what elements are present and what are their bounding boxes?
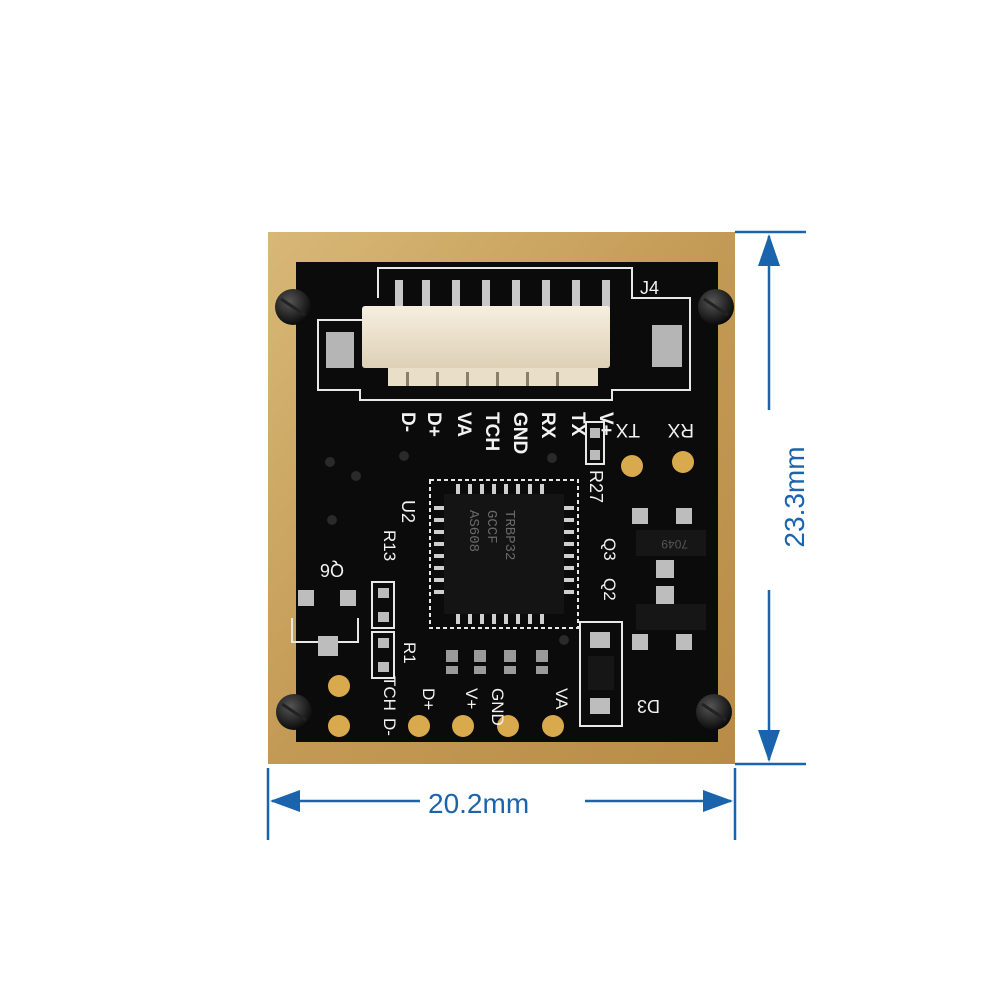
resistor-ref-r27: R27	[586, 470, 606, 503]
pad-label-gnd: GND	[488, 688, 507, 726]
pad-label-d-minus: D-	[380, 718, 399, 736]
svg-text:GCCF: GCCF	[483, 510, 499, 544]
connector-ref-label: J4	[640, 278, 659, 298]
connector-pad-left	[326, 332, 354, 368]
connector-pad-right	[652, 325, 682, 367]
svg-text:D+: D+	[423, 412, 444, 437]
bottom-pads	[328, 675, 564, 737]
side-label-rx: RX	[667, 419, 694, 440]
transistor-ref-q3: Q3	[600, 538, 619, 561]
diode-ref-d3: D3	[637, 696, 660, 716]
ic-ref-label: U2	[398, 500, 418, 523]
screw-icon	[275, 289, 734, 730]
pad-label-d-plus: D+	[419, 688, 438, 710]
transistor-q2	[632, 586, 706, 650]
transistor-ref-q2: Q2	[600, 578, 619, 601]
svg-text:TX: TX	[567, 412, 588, 437]
transistor-q3: 7049	[632, 508, 706, 578]
dimension-lines	[266, 230, 806, 840]
height-dimension-label: 23.3mm	[778, 436, 812, 558]
connector-outline	[317, 267, 691, 401]
pad-label-v-plus: V+	[462, 688, 481, 709]
side-label-tx: TX	[615, 419, 640, 440]
transistor-ref-q6: Q6	[320, 560, 344, 580]
width-dimension-label: 20.2mm	[422, 787, 536, 821]
svg-text:VA: VA	[453, 412, 474, 437]
svg-text:AS608: AS608	[465, 510, 481, 552]
svg-text:D-: D-	[397, 412, 418, 432]
svg-text:V+: V+	[595, 412, 616, 436]
resistor-ref-r13: R13	[380, 530, 399, 561]
svg-text:7049: 7049	[661, 537, 688, 551]
connector-housing	[362, 306, 610, 368]
svg-text:TRBP32: TRBP32	[501, 510, 517, 560]
pad-label-tch: TCH	[380, 676, 399, 711]
pad-label-va: VA	[552, 688, 571, 710]
connector-pins	[395, 280, 610, 310]
resistor-ref-r1: R1	[400, 642, 419, 664]
svg-text:TCH: TCH	[481, 412, 502, 451]
ic-chip: AS608 GCCF TRBP32	[429, 479, 579, 629]
connector-pin-labels: D- D+ VA TCH GND RX TX V+	[397, 412, 616, 454]
svg-text:RX: RX	[537, 412, 558, 439]
svg-text:GND: GND	[509, 412, 530, 454]
